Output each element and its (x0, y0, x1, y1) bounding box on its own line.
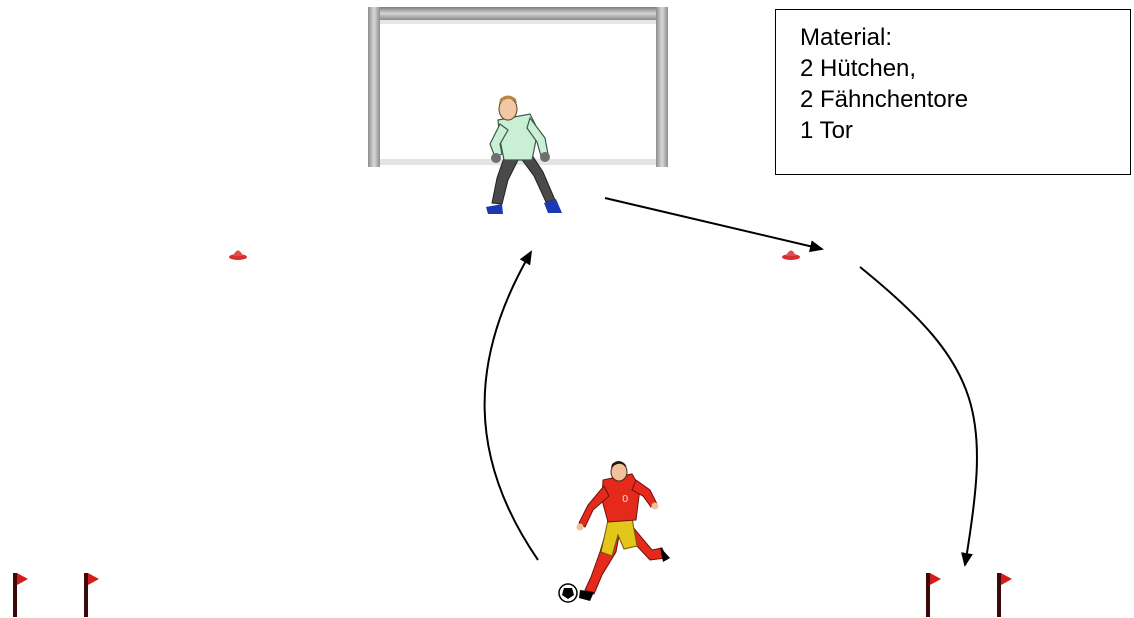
goal-icon (368, 7, 668, 167)
goalkeeper-icon (486, 95, 562, 214)
soccer-player-icon: 0 (576, 461, 670, 601)
soccer-ball-icon (558, 583, 578, 603)
corner-flag-1 (13, 573, 28, 617)
corner-flag-4 (997, 573, 1012, 617)
material-item: 1 Tor (800, 117, 853, 144)
corner-flag-2 (84, 573, 99, 617)
material-item: 2 Fähnchentore (800, 86, 969, 113)
arrow-cone-to-flags (859, 266, 978, 567)
arrow-player-run (483, 250, 539, 561)
material-title: Material: (800, 24, 893, 51)
svg-text:0: 0 (622, 494, 628, 505)
corner-flag-3 (926, 573, 941, 617)
arrow-keeper-to-cone (604, 197, 824, 253)
cone-left (229, 250, 247, 260)
cone-right (782, 250, 800, 260)
material-box: Material: 2 Hütchen, 2 Fähnchentore 1 To… (775, 9, 1131, 175)
material-item: 2 Hütchen, (800, 55, 917, 82)
